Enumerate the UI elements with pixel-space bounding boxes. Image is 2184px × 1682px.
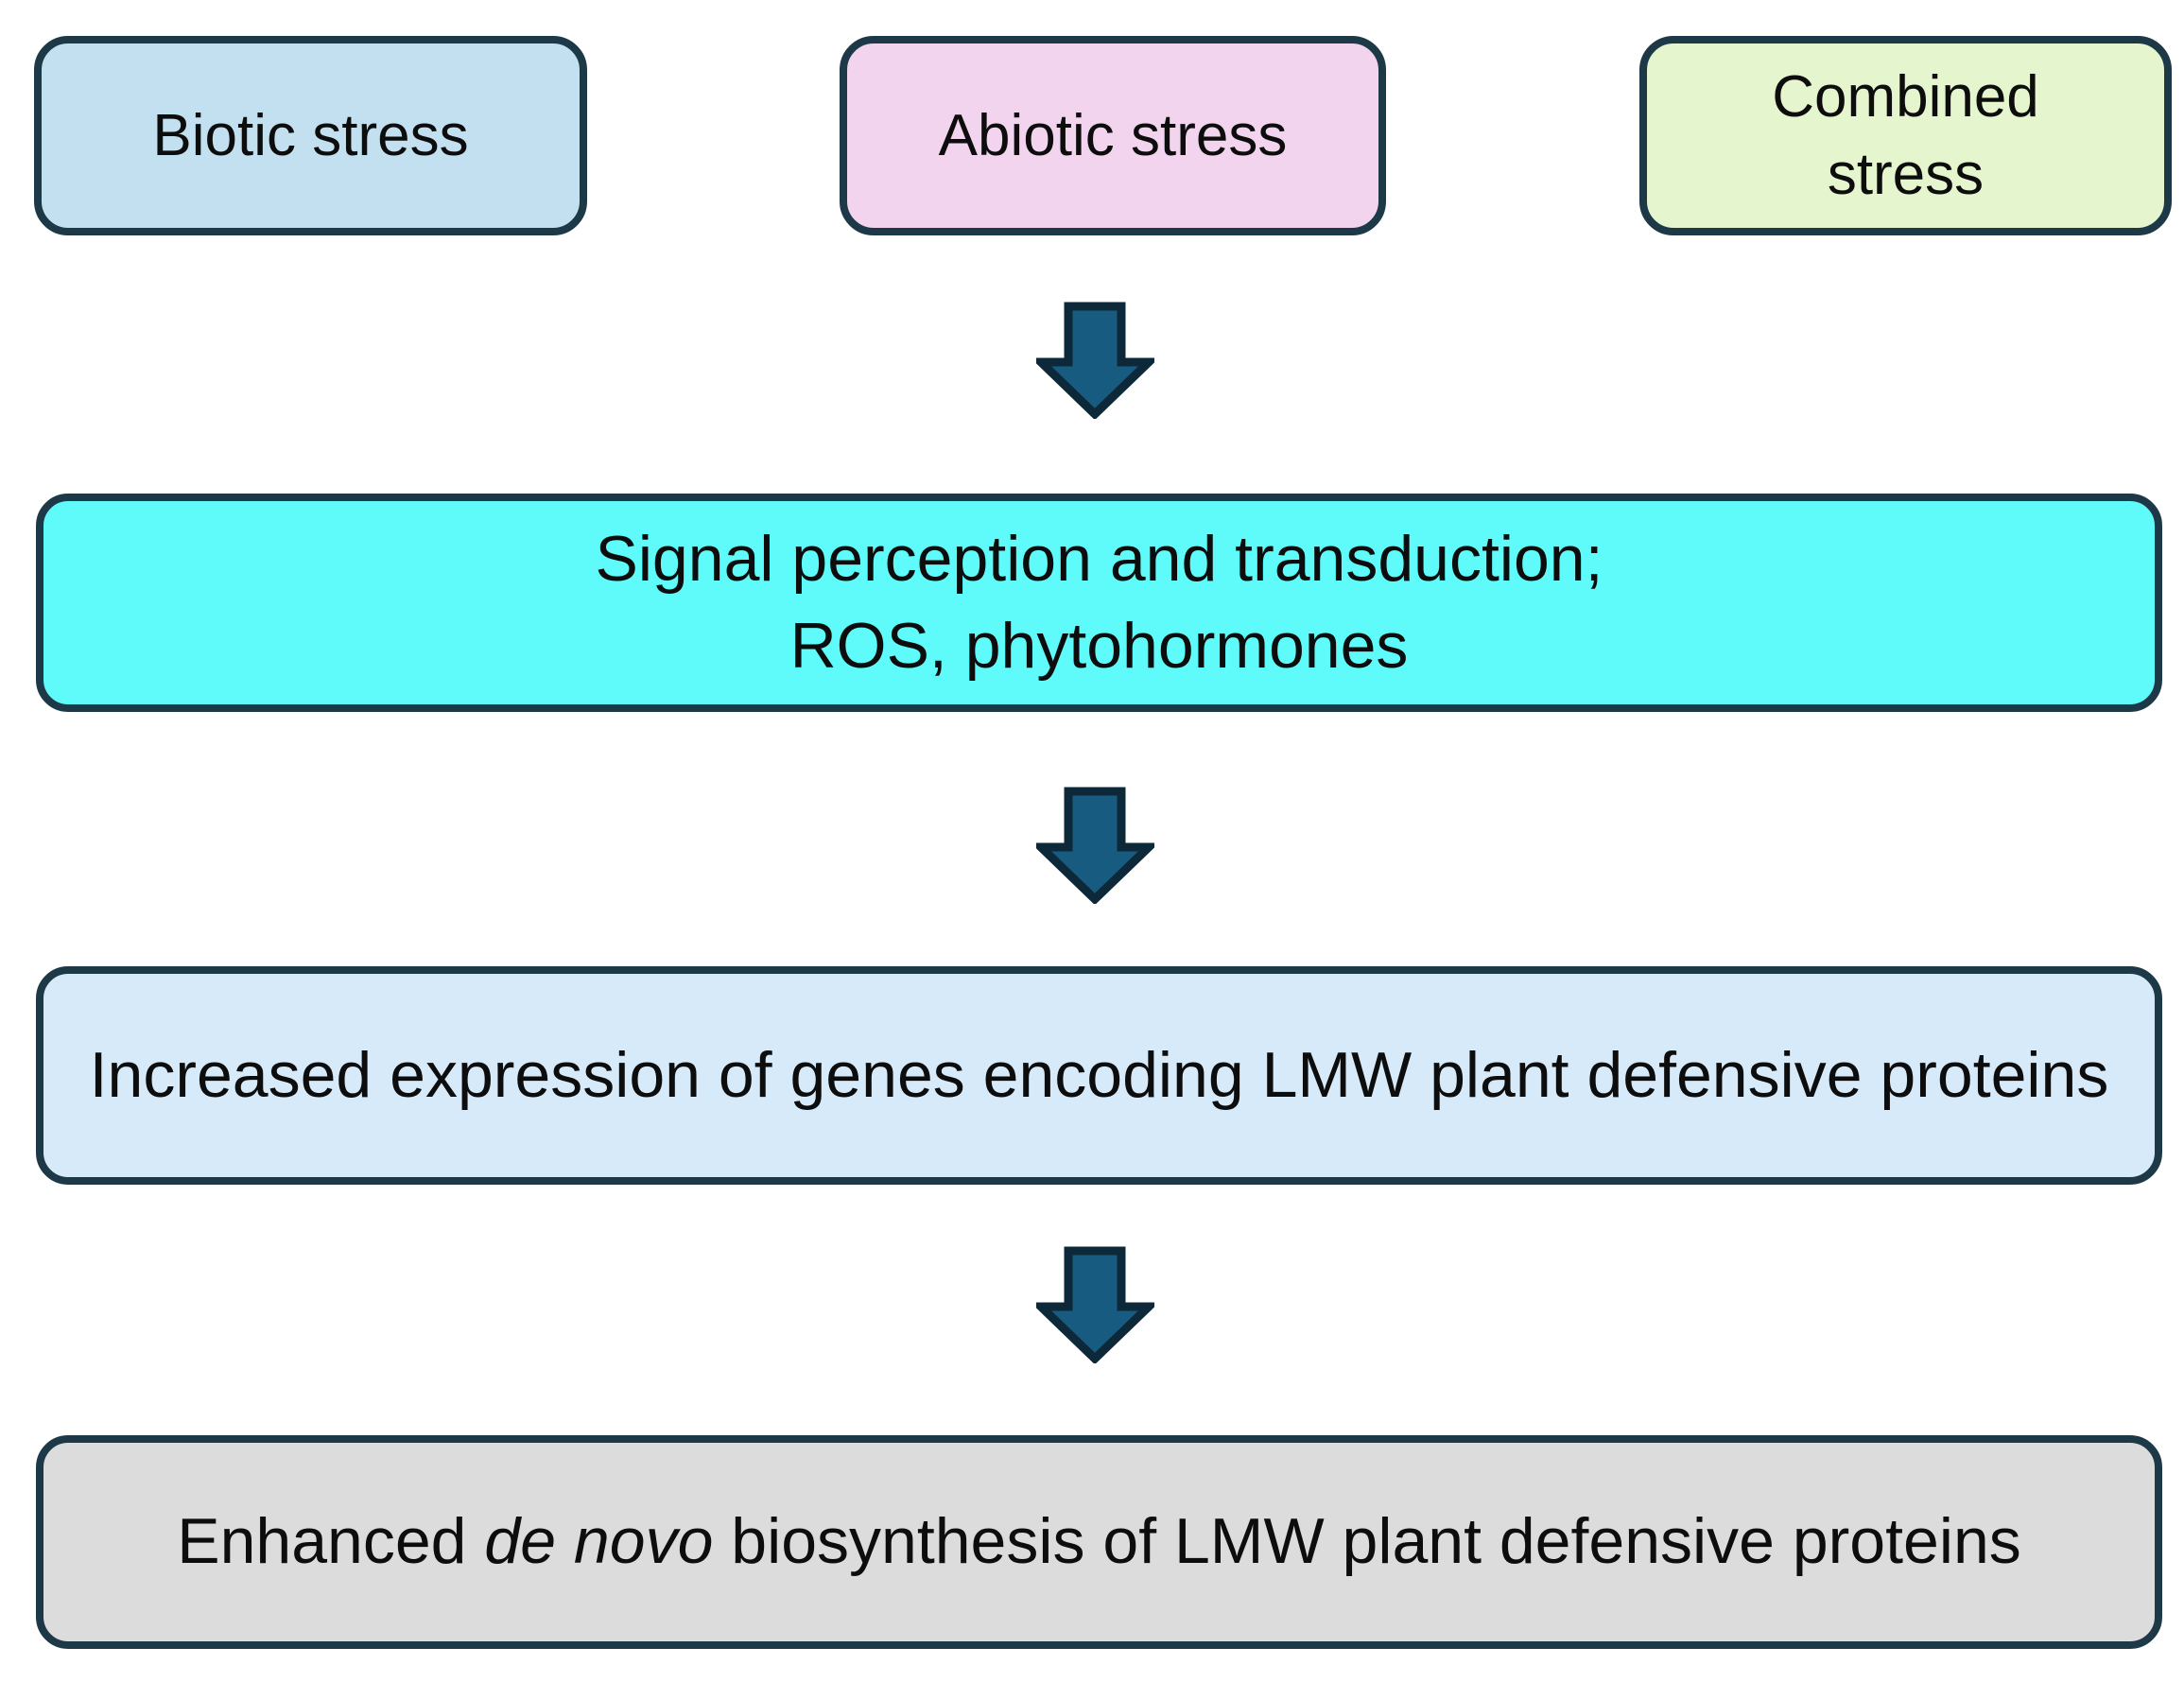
node-abiotic-stress: Abiotic stress xyxy=(840,36,1386,235)
node-enhanced-biosynthesis-label: Enhanced de novo biosynthesis of LMW pla… xyxy=(177,1499,2021,1586)
node-increased-expression-label: Increased expression of genes encoding L… xyxy=(89,1038,2109,1111)
node-enhanced-biosynthesis: Enhanced de novo biosynthesis of LMW pla… xyxy=(36,1435,2162,1649)
node-increased-expression: Increased expression of genes encoding L… xyxy=(36,966,2162,1185)
node-biotic-stress: Biotic stress xyxy=(34,36,587,235)
node-abiotic-stress-label: Abiotic stress xyxy=(938,102,1288,168)
down-arrow-glyph xyxy=(1036,302,1154,419)
down-arrow-icon xyxy=(1036,302,1154,419)
node-biotic-stress-label: Biotic stress xyxy=(152,102,469,168)
down-arrow-glyph xyxy=(1036,1246,1154,1363)
node-signal-perception-line2: ROS, phytohormones xyxy=(789,609,1409,682)
label-prefix: Enhanced xyxy=(177,1505,485,1578)
label-italic-de-novo: de novo xyxy=(484,1505,714,1578)
label-suffix: biosynthesis of LMW plant defensive prot… xyxy=(713,1505,2021,1578)
node-combined-stress: Combined stress xyxy=(1639,36,2172,235)
down-arrow-glyph xyxy=(1036,787,1154,904)
node-signal-perception-line1: Signal perception and transduction; xyxy=(595,522,1603,595)
down-arrow-icon xyxy=(1036,787,1154,904)
node-signal-perception: Signal perception and transduction; ROS,… xyxy=(36,494,2162,712)
down-arrow-icon xyxy=(1036,1246,1154,1363)
node-combined-stress-label: Combined stress xyxy=(1772,63,2039,207)
